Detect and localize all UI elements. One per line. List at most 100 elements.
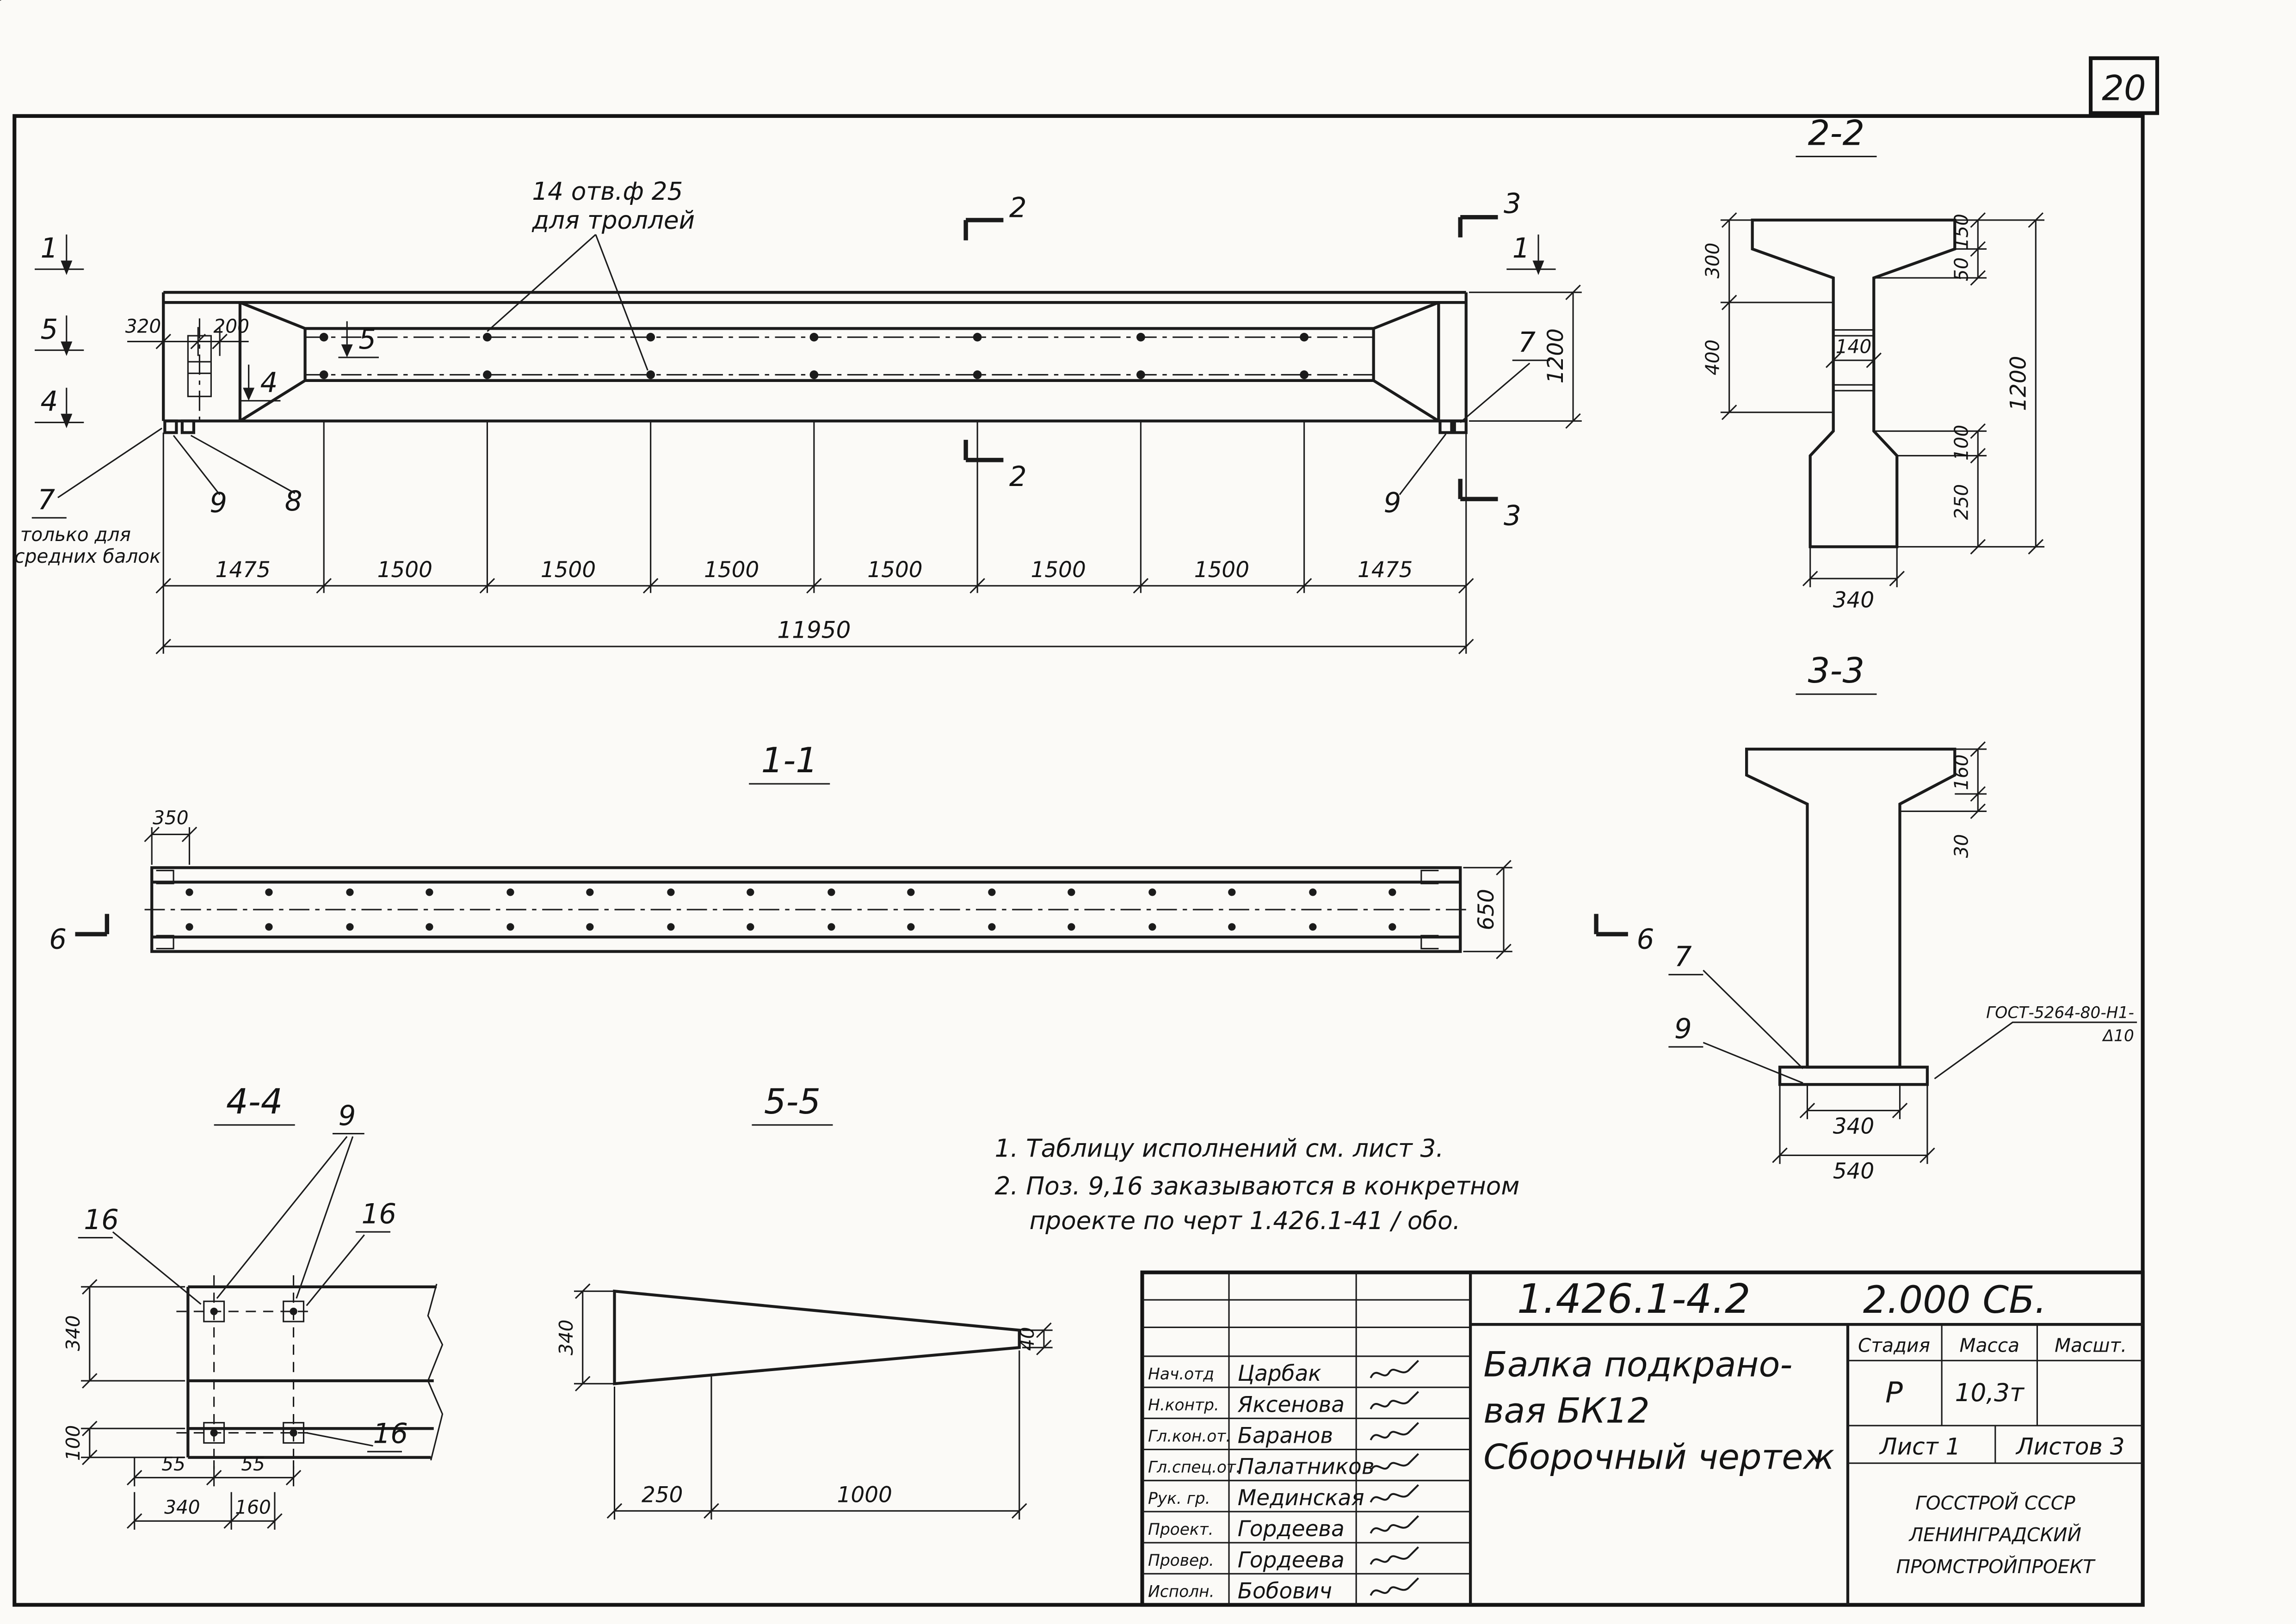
callout-leader bbox=[1460, 359, 1550, 423]
dim-label: 1500 bbox=[541, 557, 596, 583]
row-role: Нач.отд bbox=[1148, 1365, 1214, 1384]
dim-label: 540 bbox=[1833, 1158, 1874, 1184]
callout-label: 9 bbox=[1384, 487, 1401, 519]
callout-8: 8 bbox=[190, 435, 302, 517]
sheet-label: Лист 1 bbox=[1879, 1433, 1960, 1460]
holes-purpose-label: для троллей bbox=[531, 206, 695, 235]
dim-label: 1500 bbox=[1194, 557, 1249, 583]
hole-dot bbox=[265, 923, 273, 931]
elevation-view: 14 отв.ф 25 для троллей 1 5 4 5 bbox=[14, 177, 1582, 654]
hole-dot bbox=[426, 923, 433, 931]
callout-label: 8 bbox=[285, 486, 302, 517]
hole-dot bbox=[483, 332, 492, 342]
sheet-frame bbox=[12, 114, 2145, 1607]
end-notches bbox=[156, 870, 1439, 949]
callout-label: 7 bbox=[1518, 326, 1536, 358]
marker-label: 4 bbox=[260, 367, 278, 399]
section-1-1-view: 1-1 350 650 6 6 bbox=[49, 740, 1654, 960]
note-line: 1. Таблицу исполнений см. лист 3. bbox=[995, 1134, 1444, 1163]
marker-arrowhead bbox=[341, 344, 353, 357]
hole-dot bbox=[426, 888, 433, 896]
dim-label: 250 bbox=[1950, 484, 1972, 520]
hole-dot bbox=[483, 370, 492, 379]
hole-dot bbox=[809, 370, 819, 379]
callout-leader bbox=[1668, 1042, 1803, 1084]
doc-code: 2.000 СБ. bbox=[1863, 1279, 2047, 1322]
callout-leader bbox=[78, 1231, 202, 1305]
callout-label: 16 bbox=[373, 1418, 408, 1450]
hole-dot bbox=[1148, 888, 1156, 896]
dim-label: 340 bbox=[555, 1320, 577, 1356]
hole-dot bbox=[506, 923, 514, 931]
hole-dot bbox=[1068, 923, 1075, 931]
bearing-plates bbox=[163, 419, 1468, 434]
web-width-dim bbox=[1825, 352, 1882, 368]
dimension-ticks bbox=[155, 578, 1474, 654]
dim-label: 100 bbox=[62, 1425, 84, 1461]
signature bbox=[1370, 1578, 1418, 1596]
marker-arrowhead bbox=[243, 388, 255, 401]
beam-web-panel bbox=[238, 301, 1440, 423]
callout-label: 7 bbox=[1674, 941, 1692, 973]
section44-dimensions: 340 100 55 55 340 160 bbox=[62, 1279, 302, 1530]
hole-dot bbox=[1228, 888, 1236, 896]
pocket-dims bbox=[127, 327, 249, 356]
callout-note: только для bbox=[20, 523, 131, 546]
hole-dot bbox=[346, 888, 354, 896]
hole-dot bbox=[319, 332, 328, 342]
dim-label: 200 bbox=[213, 315, 249, 338]
hole-dot bbox=[1389, 888, 1396, 896]
hole-dot bbox=[210, 1307, 218, 1316]
row-role: Рук. гр. bbox=[1148, 1489, 1210, 1508]
section-4-4-view: 4-4 340 100 55 55 340 160 9 16 16 bbox=[62, 1081, 444, 1530]
weld-gost-label: Δ10 bbox=[2102, 1027, 2134, 1045]
trolley-holes bbox=[319, 332, 1308, 379]
hole-dot bbox=[185, 888, 193, 896]
callout-note: средних балок bbox=[14, 545, 161, 567]
hole-dot bbox=[907, 888, 915, 896]
row-role: Гл.кон.от. bbox=[1148, 1427, 1231, 1446]
section-marker-6-right: 6 bbox=[1594, 914, 1654, 955]
dim-label: 650 bbox=[1474, 889, 1499, 930]
sheet-number-box: 20 bbox=[2089, 56, 2159, 115]
hole-dot bbox=[1300, 332, 1308, 342]
dim-label: 140 bbox=[1836, 336, 1872, 358]
name-row-lines bbox=[1142, 1299, 1471, 1575]
holes-count-label: 14 отв.ф 25 bbox=[532, 177, 683, 206]
callout-label: 16 bbox=[361, 1198, 396, 1230]
section-title: 2-2 bbox=[1808, 112, 1865, 153]
hole-dot bbox=[1068, 888, 1075, 896]
web-joint-lines bbox=[1833, 329, 1874, 392]
callout-label: 7 bbox=[37, 484, 55, 516]
section-marker-3: 3 3 bbox=[1458, 188, 1521, 532]
hole-dot bbox=[988, 923, 996, 931]
section-marker-5-left: 5 bbox=[35, 314, 84, 356]
callout-7-right: 7 bbox=[1460, 326, 1550, 423]
hole-dot bbox=[1136, 332, 1145, 342]
left-dim bbox=[574, 1283, 615, 1392]
callout-label: 16 bbox=[84, 1204, 119, 1236]
section33-dimensions: 160 30 340 540 bbox=[1772, 741, 1987, 1184]
dim-350 bbox=[144, 826, 198, 865]
marker-arrowhead bbox=[61, 260, 73, 275]
drawing-title: Сборочный чертеж bbox=[1483, 1437, 1834, 1477]
left-dims bbox=[1720, 212, 1833, 420]
sheets-label: Листов 3 bbox=[2015, 1433, 2124, 1460]
dim-label: 160 bbox=[1950, 754, 1972, 790]
dim-label: 1500 bbox=[1031, 557, 1086, 583]
name-column-lines bbox=[1228, 1272, 1357, 1605]
signature bbox=[1370, 1360, 1418, 1378]
sheet-number: 20 bbox=[2102, 68, 2146, 108]
hole-dot bbox=[907, 923, 915, 931]
break-line bbox=[427, 1284, 444, 1461]
plate-width-dim bbox=[1772, 1084, 1935, 1164]
right-dim bbox=[1022, 1322, 1053, 1355]
plan-outline bbox=[150, 866, 1462, 953]
section22-dimensions: 300 400 150 50 100 250 1200 140 340 bbox=[1702, 212, 2045, 613]
weld-leader bbox=[1934, 1021, 2137, 1080]
marker-arrowhead bbox=[61, 341, 73, 356]
callout-9-left: 9 bbox=[173, 435, 227, 519]
section-3-3-view: 3-3 160 30 340 540 7 9 ГОСТ-5264-80-Н1- … bbox=[1668, 650, 2137, 1184]
plan-holes bbox=[185, 888, 1396, 931]
